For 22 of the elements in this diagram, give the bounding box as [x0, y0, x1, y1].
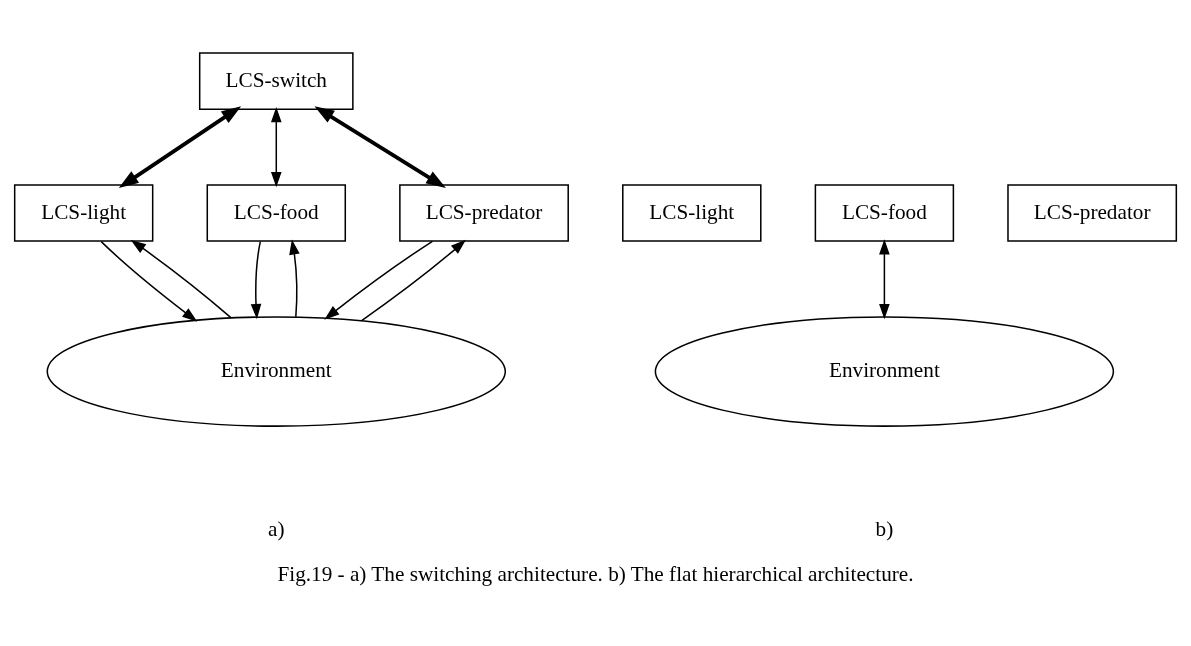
node-box: LCS-light [622, 184, 762, 242]
arrow [289, 239, 300, 318]
node-ellipse: Environment [654, 316, 1115, 427]
node-box: LCS-switch [198, 52, 354, 110]
arrow [314, 106, 446, 188]
node-box: LCS-food [814, 184, 955, 242]
arrow [324, 240, 434, 320]
node-box: LCS-predator [1007, 184, 1178, 242]
arrow [250, 240, 262, 320]
node-box: LCS-light [13, 184, 154, 242]
caption: Fig.19 - a) The switching architecture. b) The flat hierarchical architecture. [277, 562, 914, 587]
arrow [879, 239, 890, 320]
arrow [270, 107, 282, 188]
arrow [118, 106, 242, 189]
label: a) [268, 516, 285, 541]
node-ellipse: Environment [46, 316, 507, 427]
arrow [360, 239, 466, 322]
arrow [100, 240, 198, 322]
arrow [130, 239, 232, 319]
label: b) [875, 516, 894, 541]
node-box: LCS-predator [399, 184, 569, 242]
node-box: LCS-food [206, 184, 347, 242]
